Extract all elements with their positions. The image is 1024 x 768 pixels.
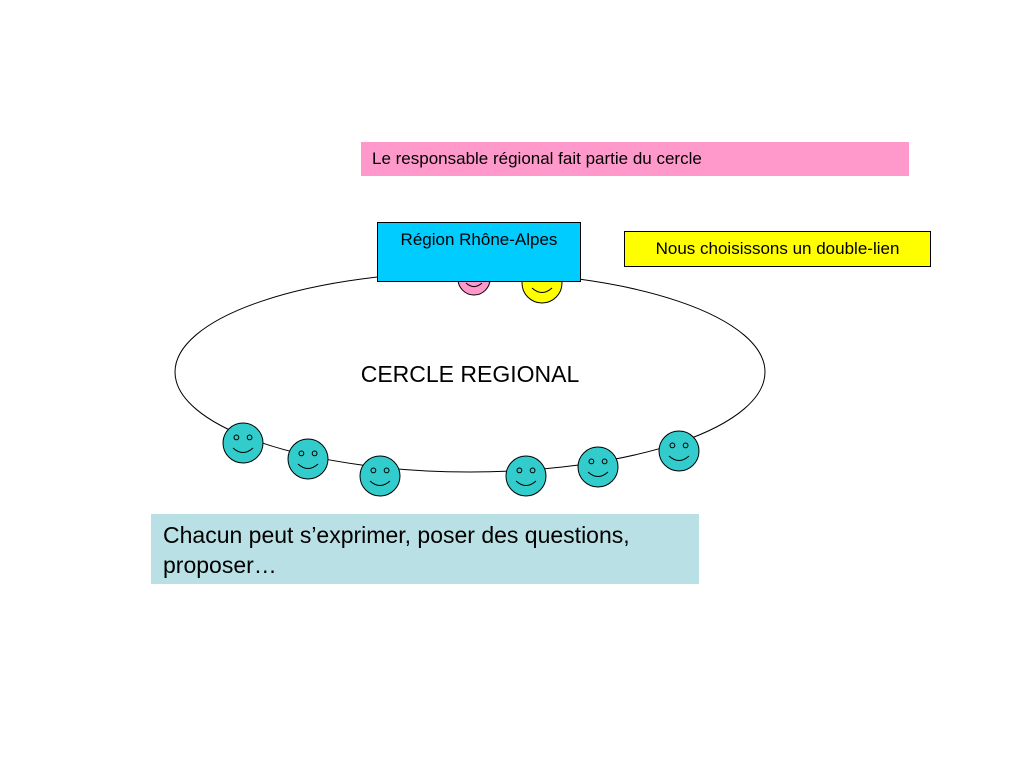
member-smiley-icon: [577, 446, 619, 488]
region-box: Région Rhône-Alpes: [377, 222, 581, 282]
region-label: Région Rhône-Alpes: [400, 230, 558, 249]
participation-note: Chacun peut s’exprimer, poser des questi…: [151, 514, 699, 584]
member-smiley-icon: [222, 422, 264, 464]
member-smiley-icon: [658, 430, 700, 472]
member-smiley-icon: [505, 455, 547, 497]
responsible-note: Le responsable régional fait partie du c…: [361, 142, 909, 176]
member-smiley-icon: [359, 455, 401, 497]
member-smiley-icon: [287, 438, 329, 480]
circle-title: CERCLE REGIONAL: [360, 361, 580, 387]
double-link-note: Nous choisissons un double-lien: [624, 231, 931, 267]
